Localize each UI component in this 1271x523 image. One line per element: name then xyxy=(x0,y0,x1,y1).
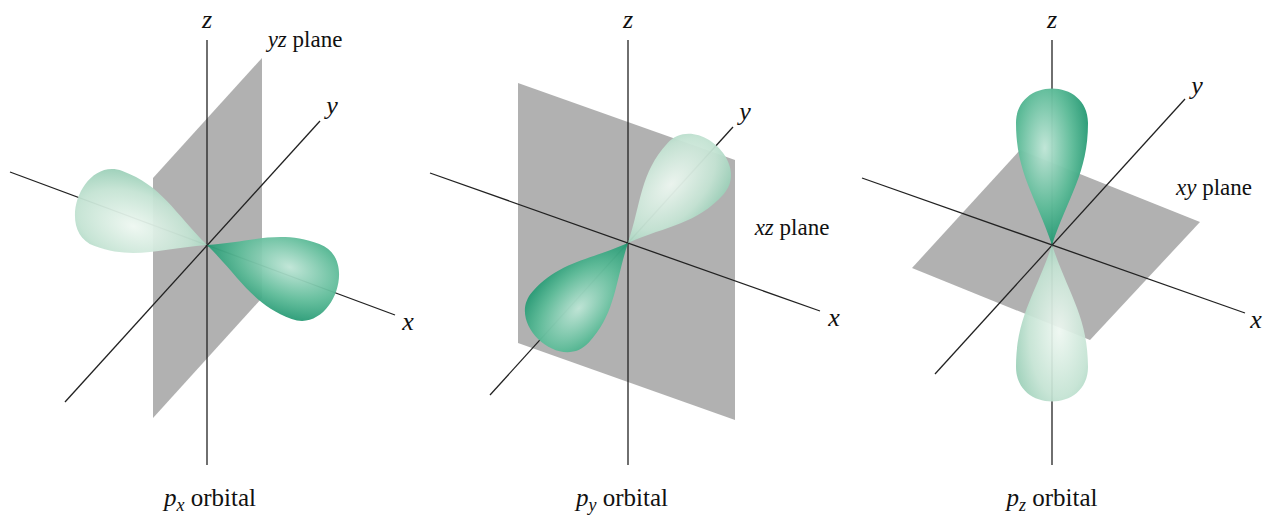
lobe-shape xyxy=(1016,89,1088,246)
nodal-plane xyxy=(518,83,735,420)
axis-label: z xyxy=(202,6,212,35)
label-part: plane xyxy=(774,215,830,240)
label-part: p xyxy=(164,484,177,511)
label-part: z xyxy=(623,5,633,34)
axis-label: z xyxy=(1047,6,1057,35)
py-panel xyxy=(430,40,820,465)
label-part: orbital xyxy=(1026,484,1098,511)
pz-panel xyxy=(862,40,1245,465)
orbital-lobe xyxy=(64,160,220,283)
axis-label: y xyxy=(739,98,751,127)
label-part: orbital xyxy=(596,484,668,511)
label-part: plane xyxy=(287,27,343,52)
orbital-lobe xyxy=(1016,245,1088,402)
label-part: x xyxy=(1250,305,1262,334)
label-part: xz xyxy=(755,215,774,240)
lobe-shape xyxy=(511,217,656,365)
orbital-caption: px orbital xyxy=(164,484,256,516)
axis-label: x xyxy=(828,304,840,333)
orbital-caption: py orbital xyxy=(576,484,668,516)
orbital-lobe xyxy=(511,217,656,365)
label-part: z xyxy=(1019,495,1026,515)
orbital-lobe xyxy=(193,207,349,330)
label-part: x xyxy=(176,495,184,515)
z-axis xyxy=(206,40,207,465)
px-panel xyxy=(10,40,395,465)
label-part: y xyxy=(739,97,751,126)
label-part: x xyxy=(402,307,414,336)
axis-label: y xyxy=(1191,72,1203,101)
lobe-shape xyxy=(1016,245,1088,402)
label-part: yz xyxy=(268,27,287,52)
orbital-lobe xyxy=(1016,89,1088,246)
plane-label: xz plane xyxy=(755,215,830,240)
label-part: y xyxy=(588,495,596,515)
axis-label: y xyxy=(326,92,338,121)
plane-label: xy plane xyxy=(1176,175,1252,200)
label-part: orbital xyxy=(184,484,256,511)
label-part: p xyxy=(1006,484,1019,511)
label-part: z xyxy=(202,5,212,34)
label-part: x xyxy=(828,303,840,332)
lobe-shape xyxy=(64,160,220,283)
label-part: z xyxy=(1047,5,1057,34)
label-part: xy xyxy=(1176,175,1196,200)
x-axis xyxy=(430,173,820,311)
label-part: y xyxy=(326,91,338,120)
label-part: plane xyxy=(1196,175,1252,200)
axis-label: x xyxy=(1250,306,1262,335)
label-part: p xyxy=(576,484,589,511)
axis-label: z xyxy=(623,6,633,35)
plane-label: yz plane xyxy=(268,27,343,52)
lobe-shape xyxy=(193,207,349,330)
axis-label: x xyxy=(402,308,414,337)
z-axis xyxy=(627,40,628,465)
orbital-caption: pz orbital xyxy=(1006,484,1097,516)
label-part: y xyxy=(1191,71,1203,100)
